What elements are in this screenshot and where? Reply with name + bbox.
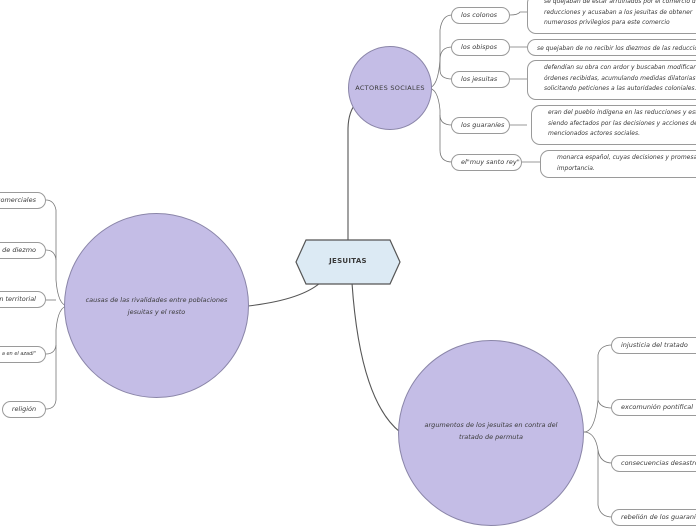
actor-pill[interactable]: el"muy santo rey": [451, 154, 522, 171]
central-node-shape: [295, 239, 401, 285]
argumento-pill[interactable]: injusticia del tratado: [611, 337, 696, 354]
causa-pill[interactable]: n de diezmo: [0, 242, 46, 259]
branch-causas: [247, 282, 321, 307]
actor-description[interactable]: se quejaban de no recibir los diezmos de…: [527, 39, 696, 56]
causa-pill[interactable]: n territorial: [0, 291, 46, 308]
actor-description[interactable]: se quejaban de estar arruinados por el c…: [527, 0, 696, 34]
actor-description[interactable]: defendían su obra con ardor y buscaban m…: [527, 60, 696, 100]
actores-sociales-label: ACTORES SOCIALES: [355, 84, 425, 92]
actor-pill[interactable]: los colonos: [451, 7, 510, 24]
actor-description[interactable]: eran del pueblo indígena en las reduccio…: [531, 105, 696, 145]
argumento-pill[interactable]: consecuencias desastroz: [611, 455, 696, 472]
argumento-pill[interactable]: rebelión de los guaranie: [611, 509, 696, 526]
branch-argumentos: [351, 282, 401, 433]
argumento-pill[interactable]: excomunión pontifical: [611, 399, 696, 416]
causa-pill[interactable]: a en el azadi": [0, 346, 46, 363]
argumentos-label: argumentos de los jesuitas en contra del…: [424, 421, 558, 442]
actores-sociales-node[interactable]: ACTORES SOCIALES: [348, 46, 432, 130]
causas-node[interactable]: causas de las rivalidades entre poblacio…: [64, 213, 249, 398]
actor-pill[interactable]: los jesuitas: [451, 71, 510, 88]
causas-label: causas de las rivalidades entre poblacio…: [85, 296, 228, 317]
actor-pill[interactable]: los guaraníes: [451, 117, 510, 134]
causa-pill[interactable]: comerciales: [0, 192, 46, 209]
actor-pill[interactable]: los obispos: [451, 39, 510, 56]
argumentos-node[interactable]: argumentos de los jesuitas en contra del…: [398, 340, 584, 526]
actor-description[interactable]: monarca español, cuyas decisiones y prom…: [540, 150, 696, 178]
causa-pill[interactable]: religión: [2, 401, 46, 418]
central-node-title[interactable]: JESUITAS: [329, 257, 367, 265]
